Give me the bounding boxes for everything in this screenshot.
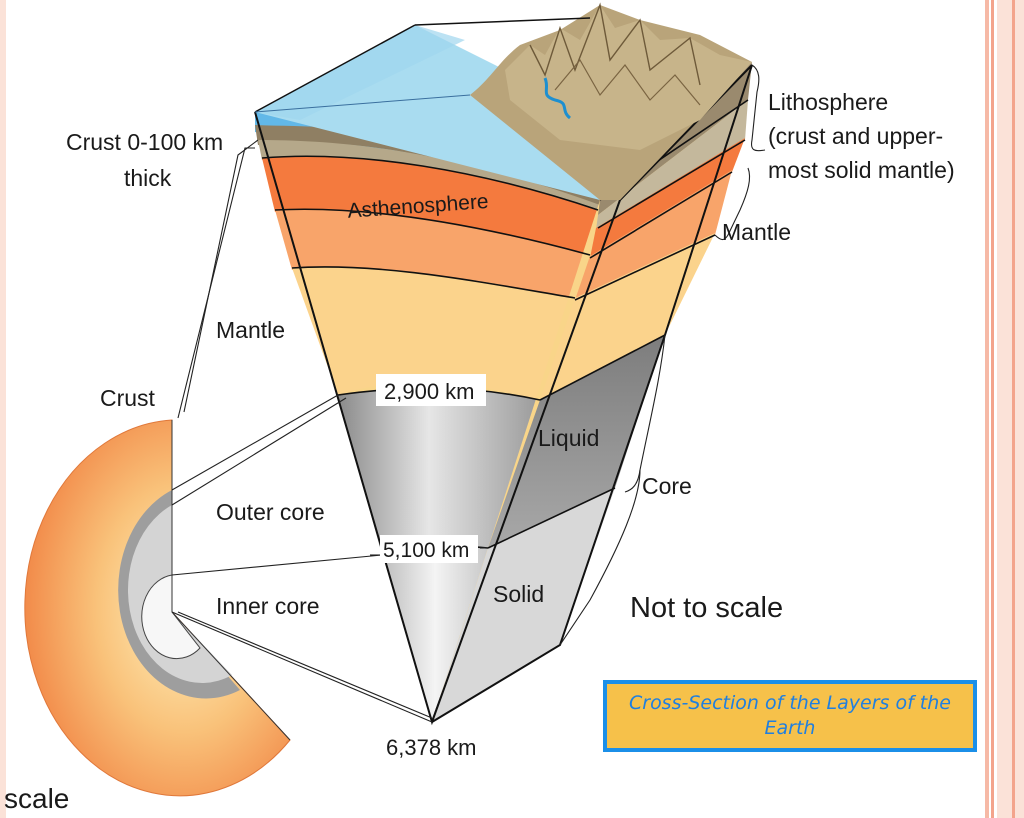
liquid-label: Liquid: [538, 425, 599, 451]
slide-frame-left: [0, 0, 6, 818]
slide-frame-right: [985, 0, 1024, 818]
mantle-left-label: Mantle: [216, 317, 285, 343]
crust-thickness-label-line2: thick: [124, 165, 172, 191]
crust-label: Crust: [100, 385, 156, 411]
caption-text: Cross-Section of the Layers of the Earth: [628, 692, 951, 739]
depth-5100-label-bg: [380, 535, 478, 563]
lithosphere-label-line1: Lithosphere: [768, 89, 888, 115]
solid-label: Solid: [493, 581, 544, 607]
mantle-right-label: Mantle: [722, 219, 791, 245]
crust-thickness-label-line1: Crust 0-100 km: [66, 129, 223, 155]
lithosphere-label-line3: most solid mantle): [768, 157, 955, 183]
caption-box: Cross-Section of the Layers of the Earth: [603, 680, 977, 752]
scale-fragment-label: scale: [4, 783, 69, 814]
depth-6378-label: 6,378 km: [386, 735, 477, 760]
depth-2900-label: 2,900 km: [384, 379, 475, 404]
inner-core-label: Inner core: [216, 593, 320, 619]
not-to-scale-label: Not to scale: [630, 592, 783, 624]
connector-lines: [171, 64, 766, 723]
depth-2900-label-bg: [376, 374, 486, 406]
core-label: Core: [642, 473, 692, 499]
outer-core-label: Outer core: [216, 499, 325, 525]
lithosphere-label-line2: (crust and upper-: [768, 123, 943, 149]
depth-5100-label: 5,100 km: [383, 539, 469, 562]
earth-sphere-cutaway: [24, 419, 291, 797]
surface-top: [254, 2, 752, 200]
